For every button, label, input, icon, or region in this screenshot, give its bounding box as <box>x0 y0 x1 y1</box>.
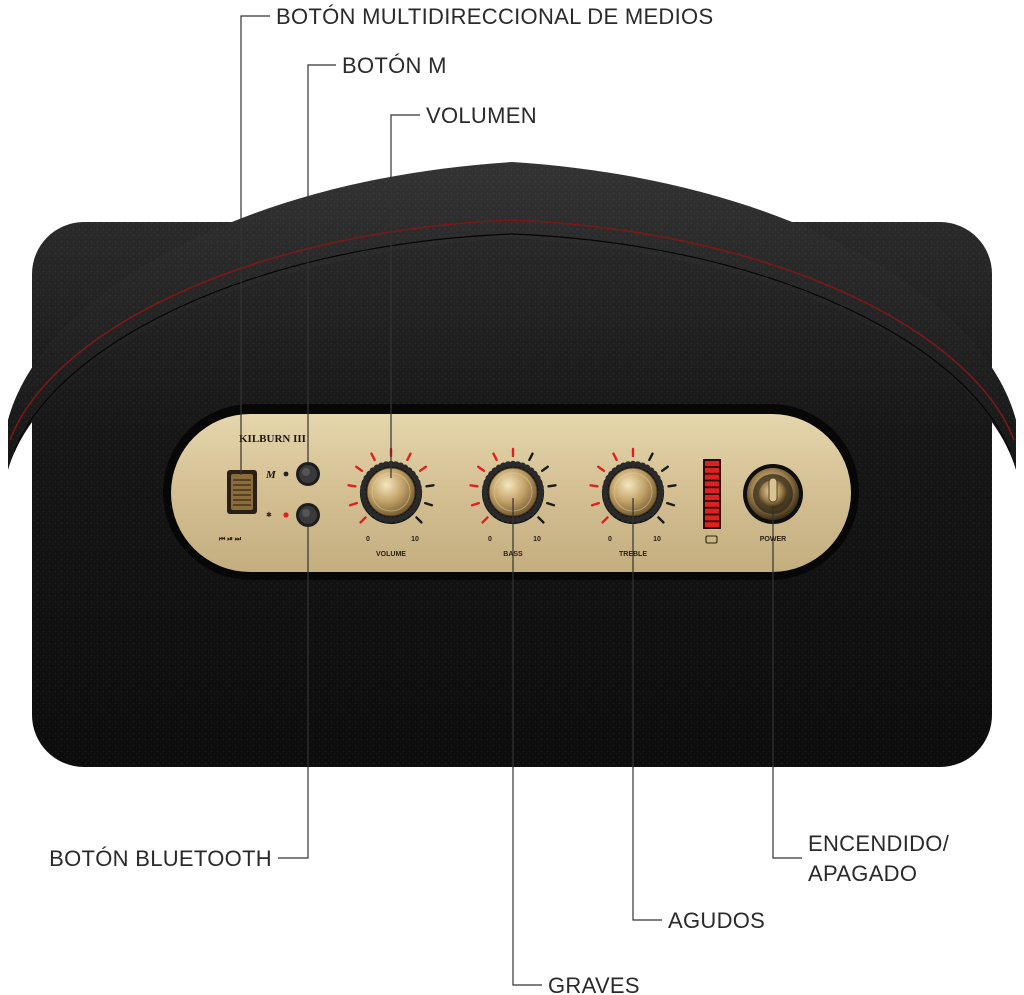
callout-treble: AGUDOS <box>668 908 765 933</box>
volume-tick <box>415 516 423 524</box>
bluetooth-indicator <box>283 512 289 518</box>
bass-min-label: 0 <box>488 536 492 543</box>
bass-tick <box>469 484 479 488</box>
volume-tick <box>425 484 435 488</box>
volume-label: VOLUME <box>376 551 406 558</box>
media-button[interactable] <box>227 470 257 514</box>
volume-tick <box>359 516 367 524</box>
battery-segment <box>705 495 719 500</box>
bluetooth-button[interactable] <box>296 503 320 527</box>
treble-tick <box>648 452 654 462</box>
callout-bluetooth-button: BOTÓN BLUETOOTH <box>49 846 272 871</box>
volume-tick <box>355 465 364 473</box>
battery-segment <box>705 474 719 480</box>
bass-tick <box>547 484 557 488</box>
battery-segment <box>705 515 719 521</box>
treble-tick <box>601 516 609 524</box>
leader-lines <box>240 15 802 986</box>
battery-segment <box>705 481 719 487</box>
battery-segment <box>705 508 719 514</box>
battery-meter <box>703 459 721 544</box>
callout-media-button: BOTÓN MULTIDIRECCIONAL DE MEDIOS <box>276 4 713 29</box>
bass-max-label: 10 <box>533 536 541 543</box>
treble-tick <box>667 484 677 488</box>
power-switch[interactable] <box>743 464 803 524</box>
volume-max-label: 10 <box>411 536 419 543</box>
treble-tick <box>666 501 676 507</box>
brand-logo: KILBURN III <box>239 433 306 445</box>
volume-tick <box>348 501 358 507</box>
battery-segment <box>705 488 719 494</box>
bass-tick <box>470 501 480 507</box>
battery-segment <box>705 467 719 473</box>
callout-power-line2: APAGADO <box>808 861 917 886</box>
bass-tick <box>540 465 549 473</box>
treble-tick <box>589 484 599 488</box>
battery-icon <box>705 535 718 544</box>
volume-min-label: 0 <box>366 536 370 543</box>
callout-power-line1: ENCENDIDO/ <box>808 831 950 856</box>
treble-tick <box>597 465 606 473</box>
m-indicator <box>283 471 289 477</box>
m-logo-icon: M <box>265 469 277 481</box>
treble-max-label: 10 <box>653 536 661 543</box>
treble-tick <box>612 452 618 462</box>
treble-tick <box>660 465 669 473</box>
bass-tick <box>528 452 534 462</box>
callout-volume: VOLUMEN <box>426 103 537 128</box>
battery-segment <box>705 501 719 507</box>
bass-tick <box>546 501 556 507</box>
bass-tick <box>481 516 489 524</box>
treble-tick <box>657 516 665 524</box>
battery-segment <box>705 461 719 466</box>
m-button[interactable] <box>296 462 320 486</box>
treble-min-label: 0 <box>608 536 612 543</box>
volume-tick <box>370 452 376 462</box>
callout-m-button: BOTÓN M <box>342 53 447 78</box>
transport-icons: ⏮ ⏯ ⏭ <box>219 536 242 543</box>
bluetooth-icon: ✱ <box>266 511 272 519</box>
bass-tick <box>492 452 498 462</box>
volume-tick <box>406 452 412 462</box>
battery-segment <box>705 522 719 528</box>
volume-tick <box>347 484 357 488</box>
callout-bass: GRAVES <box>548 973 640 995</box>
treble-tick <box>590 501 600 507</box>
bass-tick <box>537 516 545 524</box>
volume-tick <box>418 465 427 473</box>
bass-tick <box>477 465 486 473</box>
volume-tick <box>424 501 434 507</box>
